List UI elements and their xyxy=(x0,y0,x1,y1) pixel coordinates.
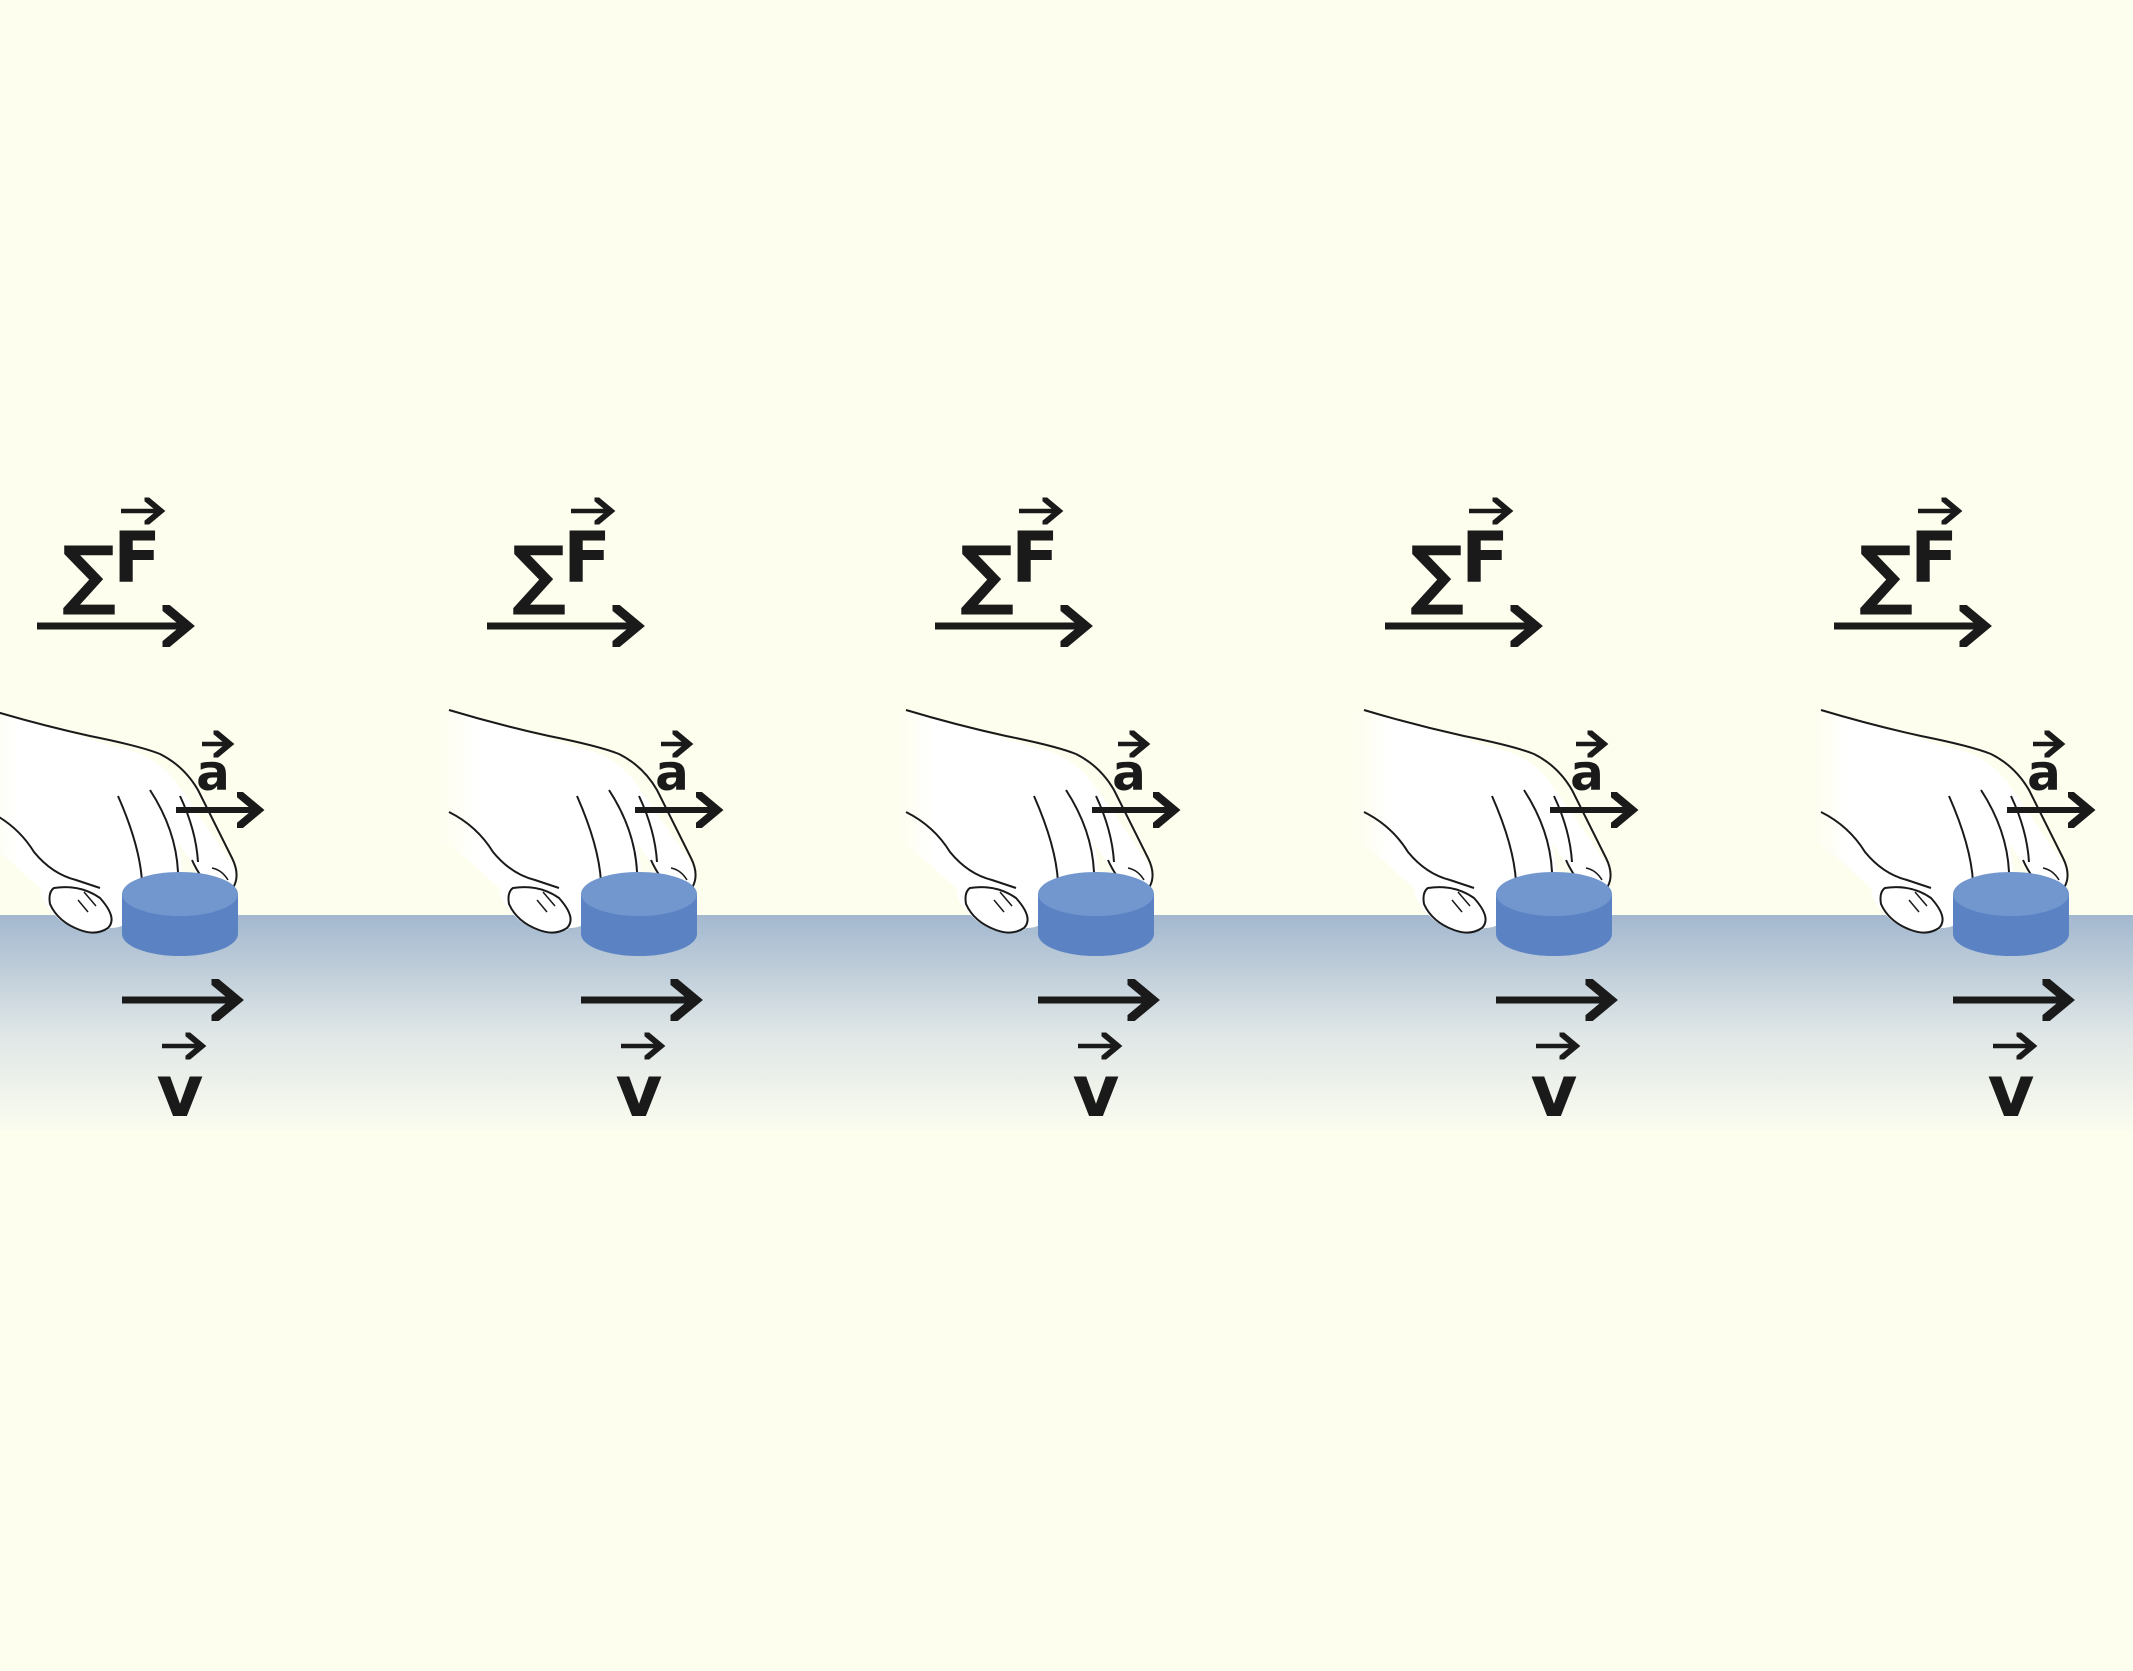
palm-line xyxy=(448,811,560,889)
puck-top xyxy=(581,872,697,916)
puck-icon xyxy=(122,872,238,956)
velocity-label: v xyxy=(616,1046,663,1133)
velocity-label: v xyxy=(1073,1046,1120,1133)
frame-2: ∑Fav xyxy=(439,511,715,1133)
sigma-symbol: ∑ xyxy=(62,529,117,618)
frame-4: ∑Fav xyxy=(1354,511,1630,1133)
frame-3: ∑Fav xyxy=(896,511,1172,1133)
thumb xyxy=(507,886,572,934)
force-symbol: F xyxy=(563,517,611,599)
puck-icon xyxy=(1038,872,1154,956)
thumb-nail xyxy=(993,891,1013,913)
force-symbol: F xyxy=(1011,517,1059,599)
velocity-symbol: v xyxy=(1531,1049,1578,1133)
thumb-nail xyxy=(77,891,97,913)
puck-icon xyxy=(581,872,697,956)
acceleration-symbol: a xyxy=(2027,744,2061,802)
acceleration-symbol: a xyxy=(1570,744,1604,802)
sigma-symbol: ∑ xyxy=(1859,529,1914,618)
puck-top xyxy=(122,872,238,916)
acceleration-label: a xyxy=(2027,744,2061,802)
fingernail xyxy=(670,867,688,881)
thumb xyxy=(1879,886,1944,934)
finger-edge xyxy=(2010,795,2030,863)
puck-icon xyxy=(1496,872,1612,956)
frame-1: ∑Fav xyxy=(0,511,256,1133)
finger-edge xyxy=(179,795,199,863)
acceleration-label: a xyxy=(1112,744,1146,802)
net-force-label: ∑F xyxy=(62,511,161,618)
acceleration-label: a xyxy=(196,744,230,802)
fingernail xyxy=(2042,867,2060,881)
sigma-symbol: ∑ xyxy=(960,529,1015,618)
finger-edge xyxy=(1095,795,1115,863)
frames-group: ∑Fav∑Fav∑Fav∑Fav∑Fav xyxy=(0,511,2087,1133)
palm-line xyxy=(1820,811,1932,889)
thumb-nail xyxy=(536,891,556,913)
thumb xyxy=(1422,886,1487,934)
puck-top xyxy=(1953,872,2069,916)
finger-edge xyxy=(638,795,658,863)
acceleration-symbol: a xyxy=(196,744,230,802)
thumb xyxy=(48,886,113,934)
force-symbol: F xyxy=(1910,517,1958,599)
net-force-label: ∑F xyxy=(960,511,1059,618)
finger-edge xyxy=(1553,795,1573,863)
net-force-label: ∑F xyxy=(1410,511,1509,618)
fingernail xyxy=(1127,867,1145,881)
acceleration-symbol: a xyxy=(655,744,689,802)
frame-5: ∑Fav xyxy=(1811,511,2087,1133)
puck-icon xyxy=(1953,872,2069,956)
velocity-symbol: v xyxy=(1988,1049,2035,1133)
net-force-label: ∑F xyxy=(512,511,611,618)
force-symbol: F xyxy=(1461,517,1509,599)
fingernail xyxy=(211,867,229,881)
palm-line xyxy=(905,811,1017,889)
thumb-nail xyxy=(1908,891,1928,913)
thumb-nail xyxy=(1451,891,1471,913)
velocity-label: v xyxy=(157,1046,204,1133)
velocity-symbol: v xyxy=(157,1049,204,1133)
puck-top xyxy=(1496,872,1612,916)
velocity-symbol: v xyxy=(616,1049,663,1133)
sigma-symbol: ∑ xyxy=(512,529,567,618)
acceleration-symbol: a xyxy=(1112,744,1146,802)
sigma-symbol: ∑ xyxy=(1410,529,1465,618)
velocity-label: v xyxy=(1531,1046,1578,1133)
acceleration-label: a xyxy=(655,744,689,802)
acceleration-label: a xyxy=(1570,744,1604,802)
fingernail xyxy=(1585,867,1603,881)
force-symbol: F xyxy=(113,517,161,599)
velocity-symbol: v xyxy=(1073,1049,1120,1133)
palm-line xyxy=(1363,811,1475,889)
thumb xyxy=(964,886,1029,934)
velocity-label: v xyxy=(1988,1046,2035,1133)
palm-line xyxy=(0,816,101,889)
net-force-label: ∑F xyxy=(1859,511,1958,618)
puck-top xyxy=(1038,872,1154,916)
